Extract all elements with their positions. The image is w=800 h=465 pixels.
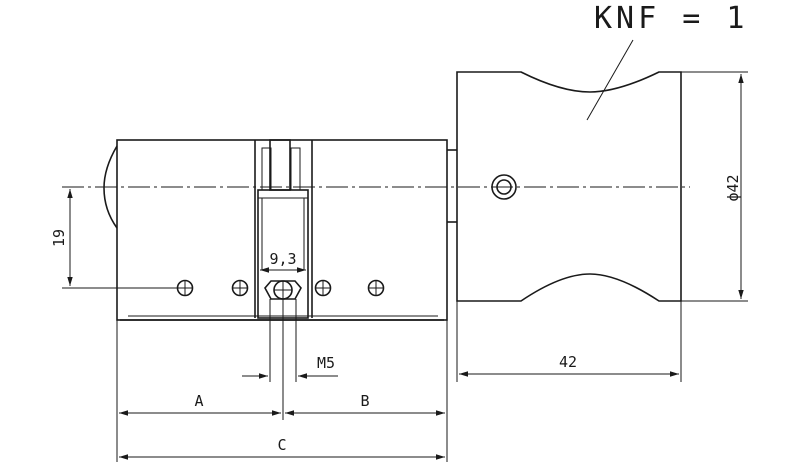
dim-19-label: 19 bbox=[50, 229, 68, 247]
diameter-label: ϕ42 bbox=[724, 174, 742, 201]
right-rim bbox=[447, 149, 457, 223]
dim-19: 19 bbox=[50, 189, 182, 289]
dim-a-b-c: A B C bbox=[116, 299, 448, 462]
knf-label: KNF = 1 bbox=[594, 1, 748, 36]
dim-b-label: B bbox=[360, 392, 369, 410]
dim-m5: M5 bbox=[242, 299, 338, 382]
knob-hole bbox=[491, 174, 517, 200]
screw-holes bbox=[176, 279, 385, 297]
dim-a-label: A bbox=[194, 392, 203, 410]
diameter-dimension: ϕ42 bbox=[681, 71, 748, 302]
cam-slot bbox=[254, 139, 313, 319]
cylinder-body bbox=[116, 139, 448, 321]
fixing-screw-hole bbox=[264, 280, 302, 300]
knf-leader-line bbox=[586, 39, 634, 121]
dim-c-label: C bbox=[277, 436, 286, 454]
dim-m5-label: M5 bbox=[317, 354, 335, 372]
dim-42: 42 bbox=[456, 301, 682, 382]
dim-9-3: 9,3 bbox=[260, 250, 306, 273]
dim-42-label: 42 bbox=[559, 353, 577, 371]
dim-9-3-label: 9,3 bbox=[269, 250, 296, 268]
left-cap-edge bbox=[103, 145, 118, 229]
